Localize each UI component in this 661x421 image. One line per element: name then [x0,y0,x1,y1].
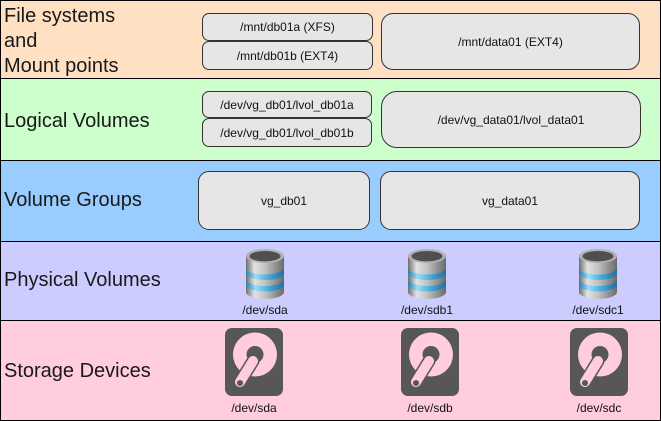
hard-disk-icon [569,327,629,397]
logical-volumes-label-line: Logical Volumes [4,110,150,132]
node-mnt-db01a: /mnt/db01a (XFS) [202,13,373,41]
storage-devices-label: Storage Devices [4,359,151,384]
filesystems-label: File systems and Mount points [4,4,119,79]
volume-groups-label: Volume Groups [4,188,142,213]
physical-volume-label: /dev/sdc1 [572,303,624,317]
node-lvol-data01: /dev/vg_data01/lvol_data01 [381,91,641,148]
band-storage-devices [0,320,661,421]
storage-device-sdc: /dev/sdc [551,327,647,415]
node-mnt-data01: /mnt/data01 (EXT4) [381,13,640,70]
storage-device-label: /dev/sdb [407,401,453,415]
storage-device-label: /dev/sdc [576,401,622,415]
physical-volume-sdc1: /dev/sdc1 [550,248,646,317]
physical-volumes-label-line: Physical Volumes [4,269,161,291]
physical-volume-sda: /dev/sda [217,248,313,317]
node-lvol-db01b: /dev/vg_db01/lvol_db01b [202,118,372,147]
node-vg-data01: vg_data01 [380,171,640,230]
filesystems-label-line1: File systems [4,5,116,27]
hard-disk-icon [400,327,460,397]
band-physical-volumes [0,241,661,321]
database-cylinder-icon [245,248,285,300]
storage-device-sdb: /dev/sdb [382,327,478,415]
storage-device-sda: /dev/sda [206,327,302,415]
filesystems-label-line3: Mount points [4,55,119,77]
node-mnt-db01b: /mnt/db01b (EXT4) [202,41,373,70]
node-vg-db01: vg_db01 [198,171,370,230]
physical-volume-sdb1: /dev/sdb1 [379,248,475,317]
storage-device-label: /dev/sda [231,401,277,415]
hard-disk-icon [224,327,284,397]
logical-volumes-label: Logical Volumes [4,109,150,134]
physical-volume-label: /dev/sdb1 [400,303,454,317]
node-lvol-db01a: /dev/vg_db01/lvol_db01a [202,91,372,118]
physical-volume-label: /dev/sda [242,303,288,317]
database-cylinder-icon [407,248,447,300]
filesystems-label-line2: and [4,30,38,52]
volume-groups-label-line: Volume Groups [4,189,142,211]
database-cylinder-icon [578,248,618,300]
storage-devices-label-line: Storage Devices [4,360,151,382]
physical-volumes-label: Physical Volumes [4,268,161,293]
